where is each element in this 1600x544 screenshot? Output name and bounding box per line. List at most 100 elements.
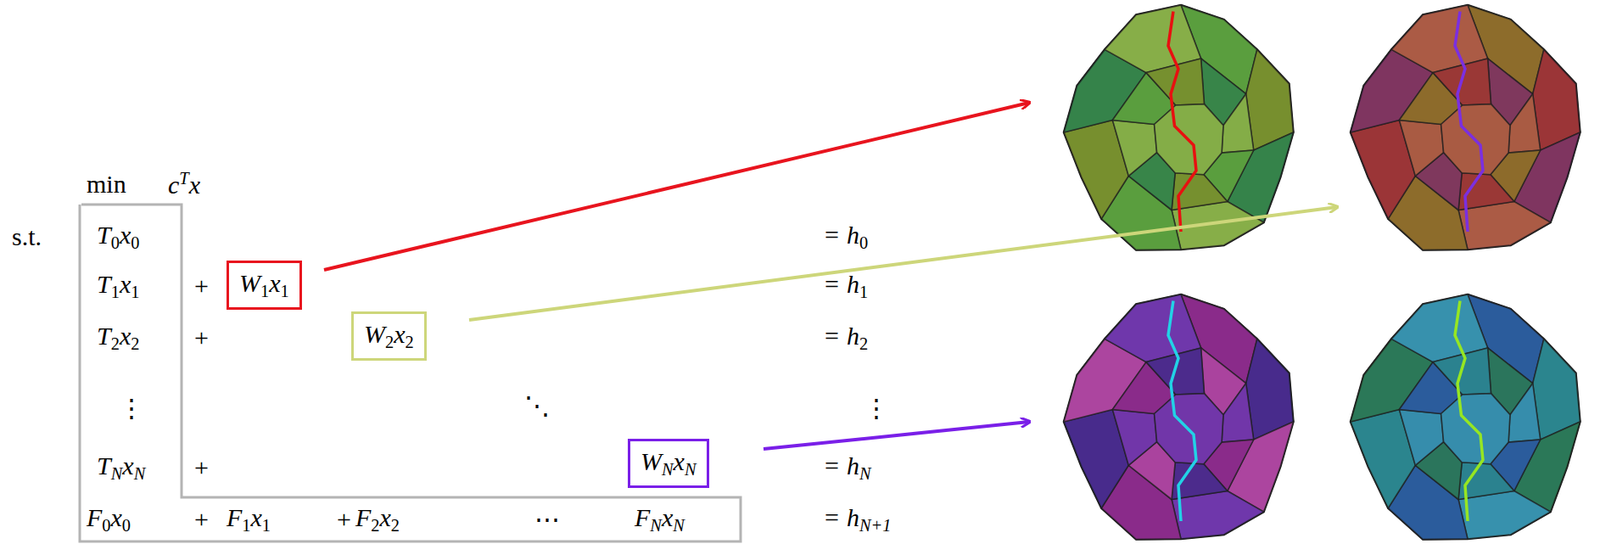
math-symbol: x <box>119 220 131 249</box>
math-run: + <box>336 503 352 535</box>
subscript: 0 <box>130 233 140 252</box>
subscript: 1 <box>262 515 271 535</box>
math-run: ⋮ <box>118 392 145 424</box>
math-symbol: h <box>846 269 860 298</box>
polytope-group <box>1063 5 1581 540</box>
polytope <box>1063 294 1294 540</box>
math-run: + <box>194 452 209 483</box>
polytope-face <box>1171 491 1265 540</box>
math-symbol: x <box>380 503 392 532</box>
polytope-face <box>1221 94 1254 153</box>
math-symbol: h <box>846 220 860 249</box>
math-run: cTx <box>167 167 201 200</box>
math-run: + <box>194 322 209 353</box>
polytope-face <box>1398 120 1444 177</box>
math-symbol: F <box>86 503 102 532</box>
math-run: F0x0 <box>86 502 131 537</box>
polytope <box>1350 5 1581 251</box>
polytope-face <box>1221 383 1254 442</box>
subscript: 2 <box>370 515 380 535</box>
math-symbol: + <box>194 453 209 482</box>
simplex-path <box>1454 301 1483 522</box>
subscript: 2 <box>405 332 414 352</box>
leader-arrow <box>324 102 1030 270</box>
math-run: F1x1 <box>226 502 271 537</box>
math-symbol: x <box>268 268 280 297</box>
subscript: N <box>111 464 124 483</box>
subscript: 1 <box>859 282 868 302</box>
math-symbol: x <box>119 321 131 350</box>
math-symbol: x <box>122 451 134 480</box>
math-symbol: min <box>86 169 127 198</box>
simplex-path <box>1168 11 1197 233</box>
math-symbol: c <box>167 170 180 199</box>
math-run: =hN+1 <box>824 502 891 537</box>
math-symbol: T <box>96 220 112 249</box>
math-symbol: x <box>111 503 123 532</box>
polytope-face <box>1508 383 1541 442</box>
subscript: N <box>661 459 674 479</box>
subscript: 1 <box>260 281 269 301</box>
math-symbol: h <box>846 321 860 350</box>
math-symbol: F <box>634 503 650 532</box>
subscript: 0 <box>122 515 131 535</box>
polytope-face <box>1398 409 1444 466</box>
math-symbol: T <box>96 451 112 480</box>
math-run: ⋯ <box>534 503 560 535</box>
polytope-face <box>1112 120 1157 177</box>
math-symbol: x <box>189 170 201 199</box>
math-run: =h1 <box>824 268 868 303</box>
math-run: FNxN <box>634 502 685 537</box>
math-run: =h0 <box>824 219 868 254</box>
superscript: T <box>179 168 189 188</box>
subscript: 2 <box>111 334 120 353</box>
highlight-box: WNxN <box>627 438 710 488</box>
subscript: 1 <box>130 282 140 302</box>
math-run: + <box>194 270 209 302</box>
math-symbol: x <box>251 503 263 532</box>
math-symbol: + <box>336 504 352 533</box>
subscript: N <box>649 515 662 535</box>
math-symbol: W <box>239 268 261 297</box>
math-symbol: x <box>393 319 405 348</box>
math-symbol: = <box>824 503 840 532</box>
subscript: N+1 <box>859 515 892 535</box>
math-run: F2x2 <box>355 502 400 537</box>
math-symbol: x <box>119 269 131 298</box>
math-symbol: = <box>824 451 840 480</box>
block-outline <box>79 204 741 542</box>
subscript: N <box>672 515 685 535</box>
math-symbol: = <box>824 321 840 350</box>
subscript: N <box>684 459 697 479</box>
subscript: 2 <box>859 334 868 353</box>
math-symbol: ⋯ <box>534 504 560 533</box>
math-symbol: + <box>194 323 209 352</box>
subscript: 2 <box>385 332 394 352</box>
math-symbol: F <box>226 503 242 532</box>
math-run: =h2 <box>824 320 868 355</box>
math-symbol: T <box>96 269 112 298</box>
subscript: 0 <box>111 233 120 252</box>
math-symbol: T <box>96 321 112 350</box>
math-run: T0x0 <box>96 219 140 254</box>
simplex-path <box>1168 301 1197 522</box>
subscript: 2 <box>391 515 400 535</box>
math-symbol: s.t. <box>11 222 42 251</box>
math-symbol: ⋮ <box>863 393 890 422</box>
math-run: T1x1 <box>96 268 140 303</box>
math-symbol: x <box>661 503 673 532</box>
math-run: ⋱ <box>524 390 550 421</box>
math-symbol: = <box>824 220 840 249</box>
subscript: 1 <box>241 515 251 535</box>
math-symbol: = <box>824 269 840 298</box>
math-symbol: + <box>194 504 209 533</box>
math-run: min <box>86 168 127 200</box>
polytope <box>1063 5 1294 251</box>
subscript: 1 <box>280 281 290 301</box>
polytope <box>1350 294 1581 540</box>
math-symbol: ⋱ <box>524 391 550 420</box>
math-run: ⋮ <box>863 392 890 424</box>
highlight-box: W1x1 <box>226 260 303 310</box>
highlight-box: W2x2 <box>351 311 427 361</box>
leader-arrow <box>763 421 1030 449</box>
